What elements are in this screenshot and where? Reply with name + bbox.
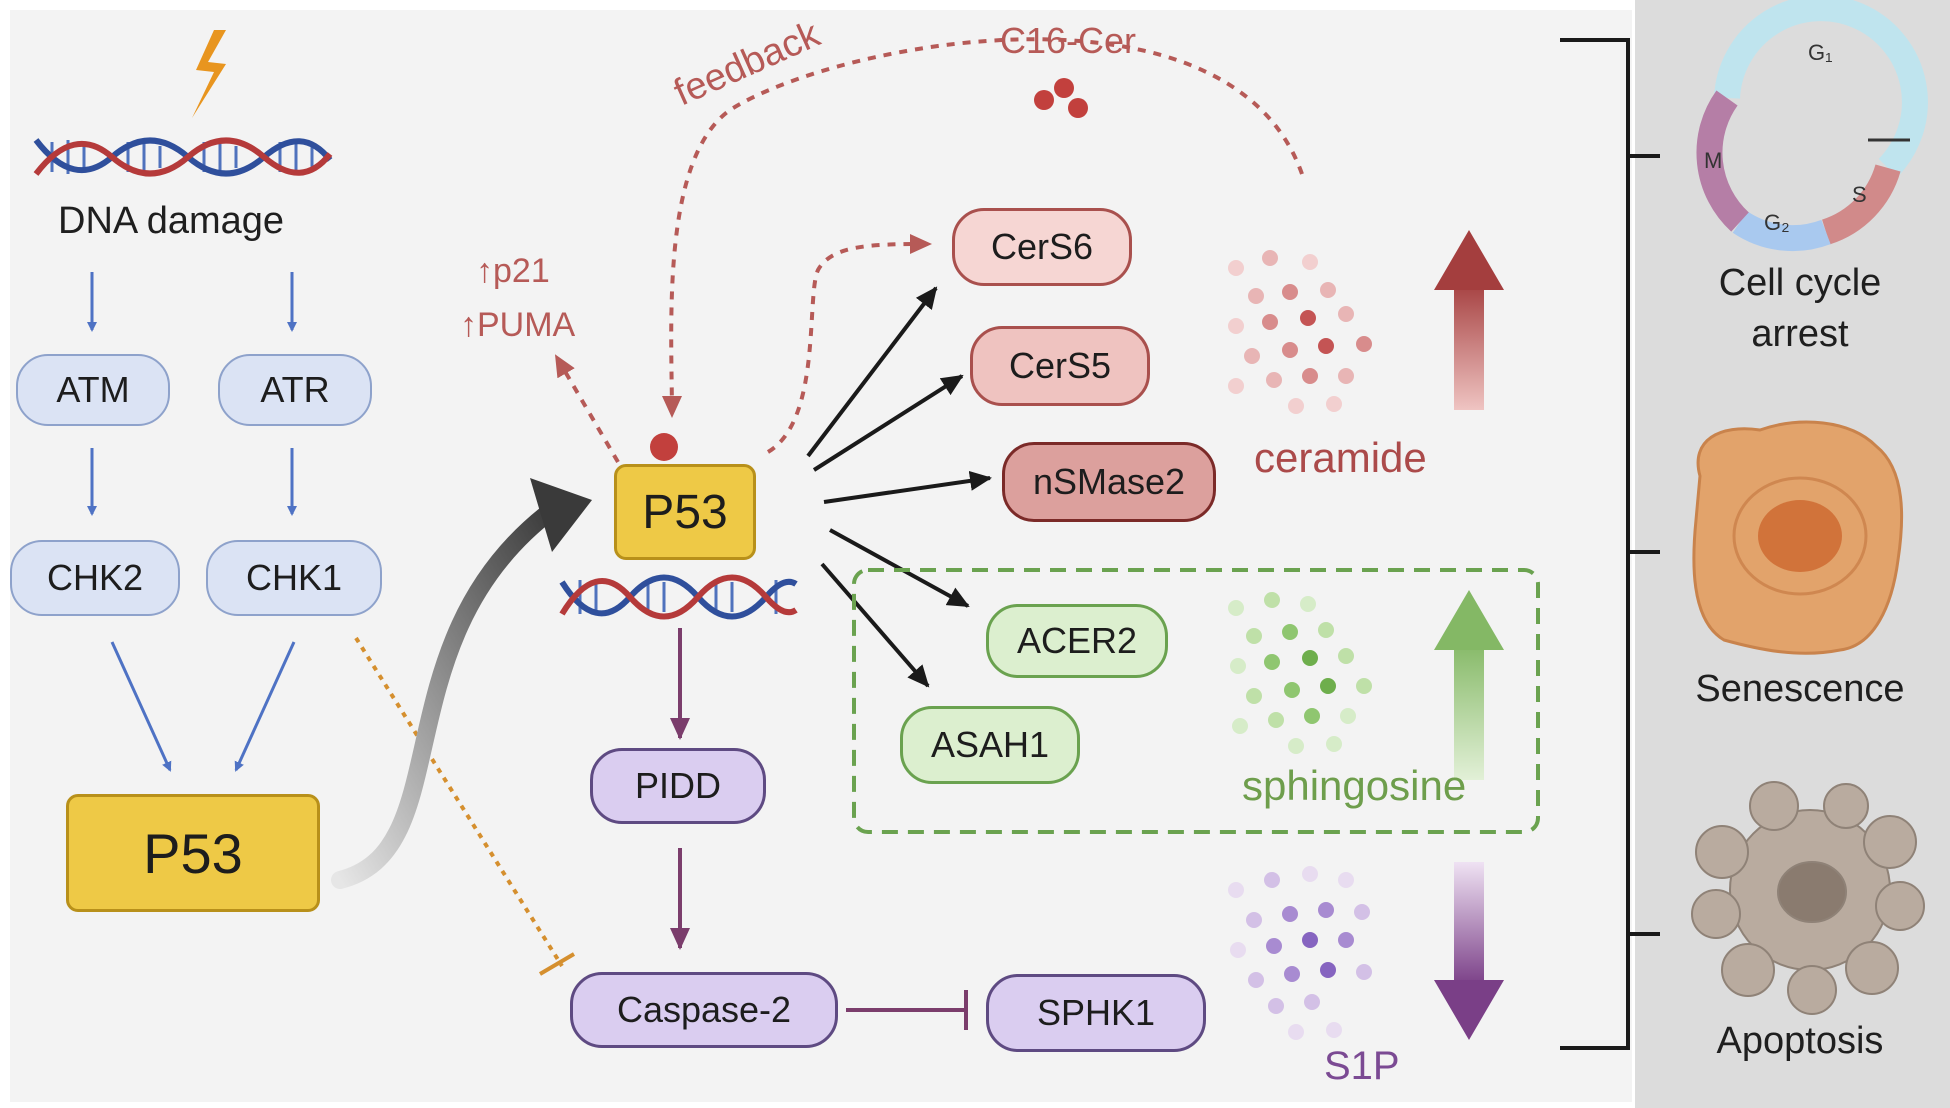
dna-helix-icon — [33, 137, 333, 177]
inhibition-chk1-caspase2 — [354, 636, 564, 968]
arrow-p53-cers5 — [812, 374, 964, 472]
phase-m-label: M — [1704, 148, 1723, 173]
p53-active-node: P53 — [614, 464, 756, 560]
s1p-down-arrow — [1434, 862, 1504, 1040]
curved-arrowhead — [530, 478, 592, 552]
phase-s-label: S — [1852, 182, 1867, 207]
s1p-label: S1P — [1324, 1044, 1400, 1088]
senescent-cell-icon — [1692, 420, 1904, 655]
phosphorylation-dot — [650, 433, 678, 461]
atm-node: ATM — [16, 354, 170, 426]
p53-node: P53 — [66, 794, 320, 912]
senescence-caption: Senescence — [1695, 668, 1905, 710]
c16-cer-label: C16-Cer — [1000, 20, 1137, 61]
chk1-node: CHK1 — [206, 540, 382, 616]
cell-cycle-arrest-caption: Cell cycle arrest — [1680, 258, 1920, 361]
phase-g1-label: G₁ — [1808, 40, 1833, 65]
ceramide-label: ceramide — [1254, 434, 1427, 481]
ceramide-up-arrow — [1434, 230, 1504, 410]
arrow-p53-cers6-dashed — [766, 234, 932, 454]
cers6-node: CerS6 — [952, 208, 1132, 286]
lightning-icon — [192, 30, 226, 118]
sphingosine-up-arrow — [1434, 590, 1504, 780]
arrow-p53-asah1 — [820, 562, 930, 688]
atr-node: ATR — [218, 354, 372, 426]
inhibition-bar — [538, 952, 576, 976]
chk2-node: CHK2 — [10, 540, 180, 616]
sphingosine-label: sphingosine — [1242, 762, 1467, 809]
nsmase2-node: nSMase2 — [1002, 442, 1216, 522]
cell-cycle-line1: Cell cycle — [1718, 262, 1882, 304]
phase-g2-label: G₂ — [1764, 210, 1790, 235]
dna-damage-label: DNA damage — [58, 200, 285, 242]
dna-helix-icon-center — [559, 574, 798, 620]
apoptotic-cell-icon — [1691, 781, 1925, 1015]
arrow-p53-cers6 — [806, 286, 938, 458]
cell-cycle-icon — [1696, 0, 1928, 252]
arrow-chk2-p53 — [110, 641, 172, 772]
outcome-bracket — [1560, 38, 1660, 1050]
c16-cer-dots — [1034, 78, 1088, 118]
s1p-dots — [1228, 866, 1372, 1040]
sphingosine-dots — [1228, 592, 1372, 754]
sphingosine-box — [852, 568, 1540, 834]
arrow-p53-targets — [554, 354, 620, 464]
sphk1-node: SPHK1 — [986, 974, 1206, 1052]
arrow-p53-nsmase2 — [823, 470, 992, 504]
acer2-node: ACER2 — [986, 604, 1168, 678]
p21-label: ↑p21 — [476, 252, 550, 290]
pidd-node: PIDD — [590, 748, 766, 824]
arrow-chk1-p53 — [234, 641, 296, 772]
curved-arrow-p53 — [331, 501, 561, 889]
asah1-node: ASAH1 — [900, 706, 1080, 784]
cell-cycle-line2: arrest — [1751, 313, 1849, 356]
apoptosis-caption: Apoptosis — [1716, 1020, 1884, 1062]
ceramide-dots — [1228, 250, 1372, 414]
cers5-node: CerS5 — [970, 326, 1150, 406]
feedback-arrow — [661, 37, 1304, 418]
caspase2-node: Caspase-2 — [570, 972, 838, 1048]
puma-label: ↑PUMA — [460, 306, 576, 344]
